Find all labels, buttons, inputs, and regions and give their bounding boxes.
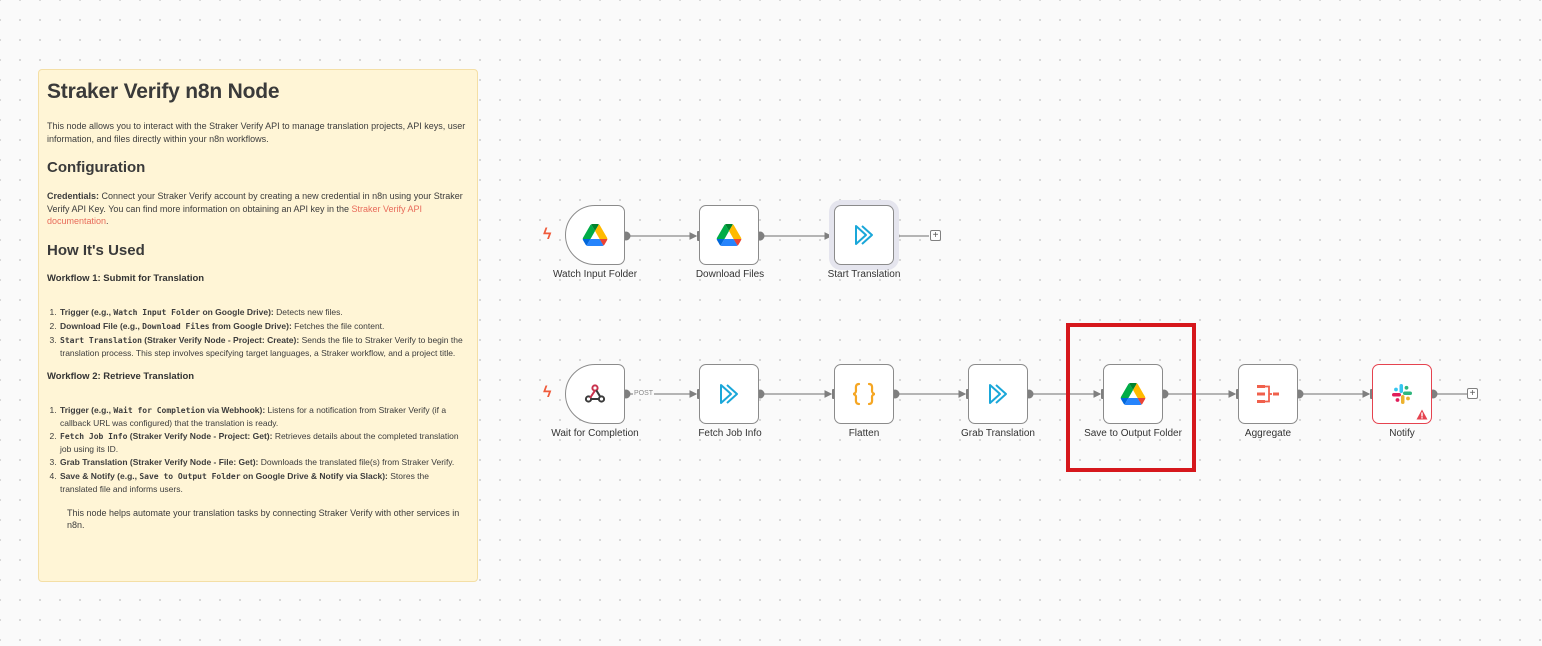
list-item: Grab Translation (Straker Verify Node - … bbox=[59, 456, 467, 469]
workflow2-heading: Workflow 2: Retrieve Translation bbox=[47, 370, 195, 382]
warning-icon[interactable] bbox=[1416, 409, 1428, 420]
add-node-button[interactable]: + bbox=[1467, 388, 1478, 399]
google-drive-icon bbox=[1120, 383, 1146, 405]
node-download-files[interactable] bbox=[699, 205, 759, 265]
workflow1-steps: Trigger (e.g., Watch Input Folder on Goo… bbox=[47, 306, 467, 359]
webhook-icon bbox=[584, 384, 606, 403]
node-label: Fetch Job Info bbox=[698, 428, 762, 439]
how-used-heading: How It's Used bbox=[47, 241, 145, 259]
list-item: Download File (e.g., Download Files from… bbox=[59, 320, 467, 333]
aggregate-icon bbox=[1257, 385, 1279, 403]
trigger-bolt-icon: ϟ bbox=[543, 226, 552, 243]
sticky-note-title: Straker Verify n8n Node bbox=[47, 80, 280, 103]
add-node-button[interactable]: + bbox=[930, 230, 941, 241]
node-label: Wait for Completion bbox=[551, 428, 639, 439]
sticky-note-closing: This node helps automate your translatio… bbox=[67, 507, 460, 531]
credentials-paragraph: Credentials: Connect your Straker Verify… bbox=[47, 191, 463, 227]
code-braces-icon bbox=[852, 382, 876, 406]
node-wait-for-completion[interactable] bbox=[565, 364, 625, 424]
node-label: Save to Output Folder bbox=[1084, 428, 1182, 439]
slack-icon bbox=[1392, 384, 1412, 404]
webhook-method-label: POST bbox=[633, 390, 655, 397]
node-label: Grab Translation bbox=[961, 428, 1035, 439]
straker-verify-icon bbox=[720, 384, 738, 404]
node-grab-translation[interactable] bbox=[968, 364, 1028, 424]
node-flatten[interactable] bbox=[834, 364, 894, 424]
node-label: Start Translation bbox=[827, 269, 901, 280]
list-item: Trigger (e.g., Wait for Completion via W… bbox=[59, 404, 467, 429]
highlight-box bbox=[1066, 323, 1196, 472]
list-item: Save & Notify (e.g., Save to Output Fold… bbox=[59, 470, 467, 495]
trigger-bolt-icon: ϟ bbox=[543, 384, 552, 401]
node-label: Aggregate bbox=[1244, 428, 1292, 439]
straker-verify-icon bbox=[989, 384, 1007, 404]
list-item: Fetch Job Info (Straker Verify Node - Pr… bbox=[59, 430, 467, 455]
list-item: Start Translation (Straker Verify Node -… bbox=[59, 334, 467, 359]
node-aggregate[interactable] bbox=[1238, 364, 1298, 424]
node-label: Flatten bbox=[848, 428, 880, 439]
node-notify[interactable] bbox=[1372, 364, 1432, 424]
api-documentation-link[interactable]: Straker Verify API documentation bbox=[47, 203, 423, 227]
list-item: Trigger (e.g., Watch Input Folder on Goo… bbox=[59, 306, 467, 319]
straker-verify-icon bbox=[855, 225, 873, 245]
node-start-translation[interactable] bbox=[834, 205, 894, 265]
google-drive-icon bbox=[582, 224, 608, 246]
node-label: Notify bbox=[1389, 428, 1415, 439]
sticky-note-intro: This node allows you to interact with th… bbox=[47, 121, 466, 144]
node-fetch-job-info[interactable] bbox=[699, 364, 759, 424]
node-label: Watch Input Folder bbox=[552, 269, 638, 280]
node-watch-input-folder[interactable] bbox=[565, 205, 625, 265]
node-save-to-output-folder[interactable] bbox=[1103, 364, 1163, 424]
node-label: Download Files bbox=[695, 269, 765, 280]
sticky-note[interactable]: Straker Verify n8n Node This node allows… bbox=[38, 69, 478, 582]
workflow1-heading: Workflow 1: Submit for Translation bbox=[47, 272, 205, 284]
google-drive-icon bbox=[716, 224, 742, 246]
configuration-heading: Configuration bbox=[47, 159, 146, 176]
workflow2-steps: Trigger (e.g., Wait for Completion via W… bbox=[47, 404, 467, 495]
